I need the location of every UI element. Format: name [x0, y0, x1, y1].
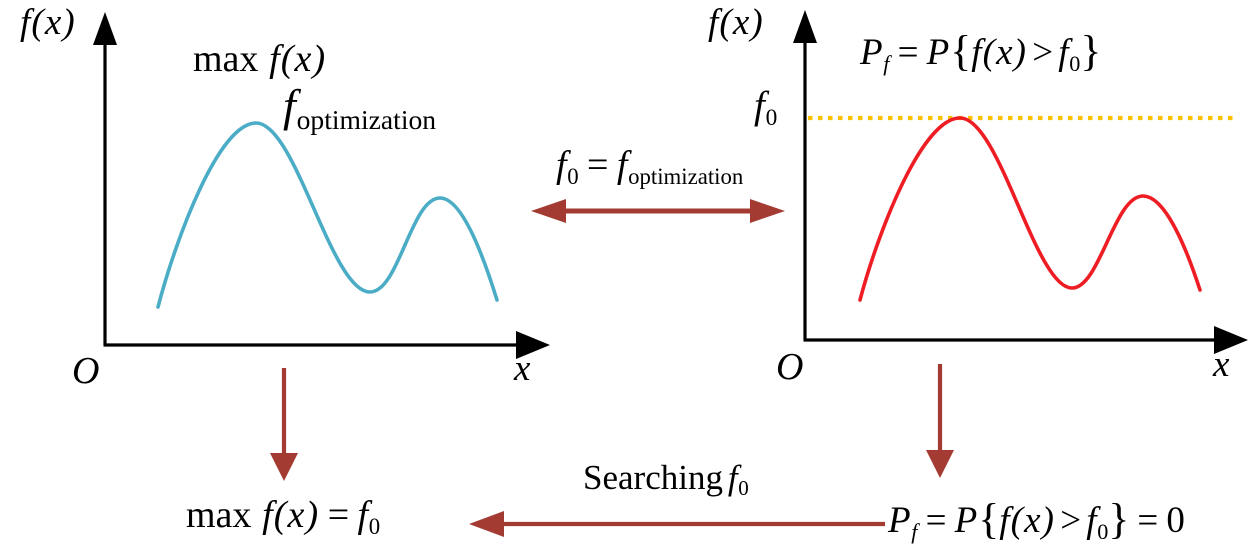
right-result-equation: Pf=P{f(x)>f0}=0	[888, 494, 1185, 544]
result-f-base: f	[357, 494, 370, 536]
searching-f-subscript: 0	[738, 476, 749, 501]
pf-probability-symbol: P	[926, 32, 951, 73]
result-probability-symbol: P	[954, 500, 979, 541]
left-origin-label: O	[72, 350, 101, 392]
result-pf-base: P	[888, 500, 912, 541]
result-inner-expression: f(x)	[999, 500, 1056, 541]
pf-subscript: f	[883, 50, 890, 76]
pf-equals-sign: =	[897, 32, 919, 73]
result-max-operator: max	[186, 494, 252, 536]
left-function-curve	[156, 121, 499, 309]
result-inner-f-subscript: 0	[1097, 518, 1109, 544]
right-y-axis-arrowhead-icon	[793, 10, 817, 43]
result-max-expression: f(x)	[262, 494, 320, 536]
right-down-arrow-head-icon	[926, 450, 954, 478]
right-x-axis-arrowhead-icon	[1214, 326, 1248, 354]
pf-inner-f-subscript: 0	[1069, 50, 1081, 76]
pf-open-brace: {	[950, 26, 972, 75]
max-expression: f(x)	[269, 38, 327, 80]
result-tail-zero: 0	[1166, 500, 1185, 541]
result-pf-subscript: f	[911, 518, 918, 544]
right-pf-annotation: Pf=P{f(x)>f0}	[860, 26, 1102, 76]
link-lhs-subscript: 0	[567, 163, 579, 189]
foptimization-base: f	[283, 80, 298, 131]
searching-arrow-head-icon	[469, 511, 504, 537]
f0-base: f	[754, 84, 767, 127]
left-y-axis-label: f(x)	[20, 2, 76, 43]
searching-word: Searching	[583, 458, 723, 497]
link-equals-sign: =	[587, 144, 609, 186]
result-equals-sign: =	[327, 494, 350, 536]
pf-close-brace: }	[1080, 26, 1102, 75]
result-greater-than-sign: >	[1060, 500, 1082, 541]
searching-f-base: f	[727, 458, 739, 497]
pf-inner-f-base: f	[1058, 32, 1070, 73]
result-open-brace: {	[978, 494, 1000, 543]
left-y-axis-arrowhead-icon	[93, 12, 117, 45]
result-pf-equals-sign: =	[925, 500, 947, 541]
equivalence-arrow-left-head-icon	[531, 199, 566, 223]
max-operator: max	[193, 38, 259, 80]
right-function-curve	[858, 116, 1202, 302]
link-rhs-base: f	[616, 144, 629, 186]
link-lhs-base: f	[556, 144, 568, 186]
pf-inner-expression: f(x)	[971, 32, 1028, 73]
foptimization-subscript: optimization	[296, 104, 437, 136]
f0-subscript: 0	[765, 105, 778, 132]
left-x-axis-label: x	[514, 348, 532, 389]
pf-greater-than-sign: >	[1032, 32, 1054, 73]
equivalence-arrow-right-head-icon	[750, 199, 785, 223]
pf-base: P	[860, 32, 884, 73]
left-x-axis-arrowhead-icon	[516, 331, 550, 359]
f0-threshold-label: f0	[754, 84, 777, 130]
right-x-axis-label: x	[1213, 344, 1231, 385]
right-origin-label: O	[776, 346, 805, 388]
result-close-brace: }	[1108, 494, 1130, 543]
right-y-axis-label: f(x)	[708, 2, 764, 43]
left-down-arrow-head-icon	[270, 453, 298, 481]
link-rhs-subscript: optimization	[628, 163, 744, 189]
result-tail-equals-sign: =	[1137, 500, 1159, 541]
left-foptimization-annotation: foptimization	[283, 80, 436, 134]
link-equation: f0=foptimization	[556, 144, 744, 189]
result-f-subscript: 0	[368, 513, 381, 539]
result-inner-f-base: f	[1086, 500, 1098, 541]
